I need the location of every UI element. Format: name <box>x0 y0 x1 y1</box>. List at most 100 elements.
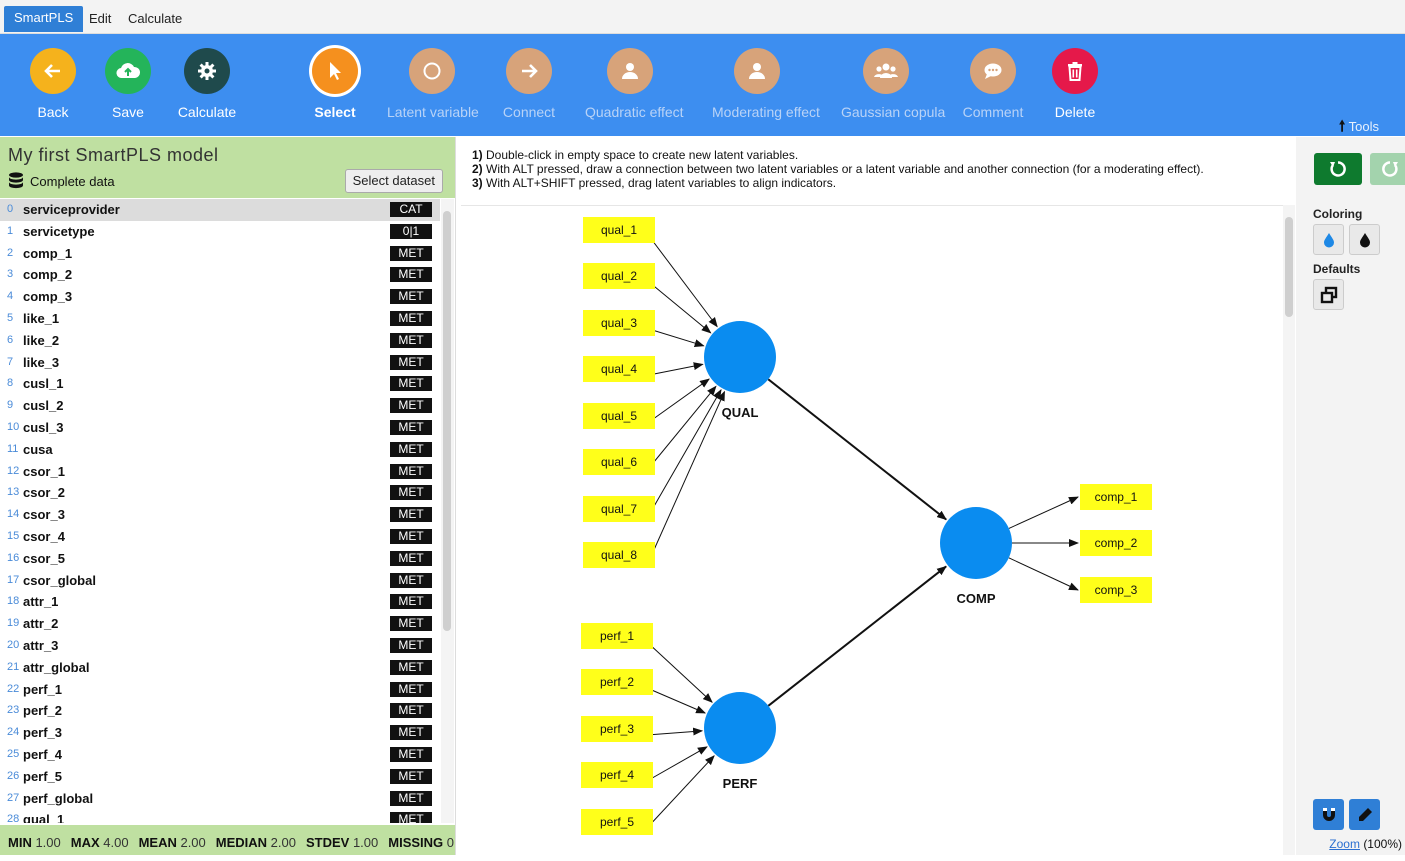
snap-button[interactable] <box>1313 799 1344 830</box>
variable-type-badge[interactable]: MET <box>390 398 432 414</box>
variable-type-badge[interactable]: 0|1 <box>390 223 432 239</box>
edge-qual_4-to-qual[interactable] <box>648 362 704 376</box>
edge-qual_7-to-qual[interactable] <box>648 389 722 516</box>
variable-list-scrollbar[interactable] <box>441 199 454 823</box>
variable-type-badge[interactable]: MET <box>390 441 432 457</box>
variable-type-badge[interactable]: MET <box>390 310 432 326</box>
indicator-qual_2[interactable]: qual_2 <box>583 263 655 289</box>
menu-smartpls[interactable]: SmartPLS <box>4 6 84 32</box>
indicator-perf_1[interactable]: perf_1 <box>581 623 653 649</box>
indicator-qual_8[interactable]: qual_8 <box>583 542 655 568</box>
variable-type-badge[interactable]: MET <box>390 790 432 806</box>
edge-perf_5-to-perf[interactable] <box>646 755 715 829</box>
comment-tool-button[interactable]: Comment <box>948 48 1038 120</box>
redo-button[interactable] <box>1370 153 1405 185</box>
variable-type-badge[interactable]: MET <box>390 550 432 566</box>
latent-variable-tool-button[interactable]: Latent variable <box>387 48 479 120</box>
latent-variable-perf[interactable]: PERF <box>704 692 776 791</box>
variable-type-badge[interactable]: MET <box>390 267 432 283</box>
variable-type-badge[interactable]: MET <box>390 376 432 392</box>
save-tool-button[interactable]: Save <box>83 48 173 120</box>
variable-type-badge[interactable]: MET <box>390 507 432 523</box>
latent-variable-qual[interactable]: QUAL <box>704 321 776 420</box>
undo-button[interactable] <box>1314 153 1362 185</box>
calculate-tool-button[interactable]: Calculate <box>162 48 252 120</box>
edge-qual_6-to-qual[interactable] <box>648 385 717 469</box>
indicator-qual_5[interactable]: qual_5 <box>583 403 655 429</box>
variable-type-badge[interactable]: MET <box>390 485 432 501</box>
edge-qual_3-to-qual[interactable] <box>648 328 705 348</box>
coloring-blue-button[interactable] <box>1313 224 1344 255</box>
variable-type-badge[interactable]: MET <box>390 332 432 348</box>
indicator-comp_1[interactable]: comp_1 <box>1080 484 1152 510</box>
zoom-link[interactable]: Zoom <box>1329 837 1360 851</box>
variable-type-badge[interactable]: MET <box>390 681 432 697</box>
canvas-scrollbar[interactable] <box>1283 205 1295 855</box>
variable-type-badge[interactable]: MET <box>390 245 432 261</box>
edge-qual_1-to-qual[interactable] <box>648 235 718 328</box>
edge-qual_5-to-qual[interactable] <box>648 378 710 423</box>
indicator-qual_3[interactable]: qual_3 <box>583 310 655 336</box>
variable-type-badge[interactable]: MET <box>390 659 432 675</box>
variable-type-badge[interactable]: MET <box>390 528 432 544</box>
variable-type-badge[interactable]: MET <box>390 463 432 479</box>
quadratic-effect-tool-button[interactable]: Quadratic effect <box>585 48 684 120</box>
indicator-perf_3[interactable]: perf_3 <box>581 716 653 742</box>
edge-perf_4-to-perf[interactable] <box>646 746 708 782</box>
variable-type-badge[interactable]: MET <box>390 768 432 784</box>
indicator-perf_2[interactable]: perf_2 <box>581 669 653 695</box>
scroll-thumb[interactable] <box>443 211 451 631</box>
menu-edit[interactable]: Edit <box>89 11 112 26</box>
indicator-comp_2[interactable]: comp_2 <box>1080 530 1152 556</box>
defaults-button[interactable] <box>1313 279 1344 310</box>
edge-perf_3-to-perf[interactable] <box>646 727 704 736</box>
variable-type-badge[interactable]: MET <box>390 572 432 588</box>
back-tool-button[interactable]: Back <box>8 48 98 120</box>
latent-variable-comp[interactable]: COMP <box>940 507 1012 606</box>
variable-type-badge[interactable]: MET <box>390 703 432 719</box>
variable-type-badge[interactable]: MET <box>390 594 432 610</box>
variable-type-badge[interactable]: MET <box>390 289 432 305</box>
canvas-scroll-thumb[interactable] <box>1285 217 1293 317</box>
variable-type-badge[interactable]: MET <box>390 746 432 762</box>
variable-type-badge[interactable]: CAT <box>390 202 432 217</box>
variable-type-badge[interactable]: MET <box>390 616 432 632</box>
delete-tool-button[interactable]: Delete <box>1030 48 1120 120</box>
moderating-effect-tool-button[interactable]: Moderating effect <box>712 48 820 120</box>
edge-comp-to-comp_3[interactable] <box>1008 557 1079 591</box>
select-dataset-button[interactable]: Select dataset <box>344 169 443 193</box>
variable-type-badge[interactable]: MET <box>390 637 432 653</box>
path-qual-to-comp[interactable] <box>767 378 947 521</box>
path-model-diagram[interactable]: qual_1qual_2qual_3qual_4qual_5qual_6qual… <box>461 206 1283 856</box>
indicator-qual_7[interactable]: qual_7 <box>583 496 655 522</box>
tools-toggle[interactable]: 🠕 Tools <box>1338 118 1379 135</box>
indicator-qual_1[interactable]: qual_1 <box>583 217 655 243</box>
connect-tool-button[interactable]: Connect <box>484 48 574 120</box>
edge-qual_8-to-qual[interactable] <box>648 390 725 562</box>
